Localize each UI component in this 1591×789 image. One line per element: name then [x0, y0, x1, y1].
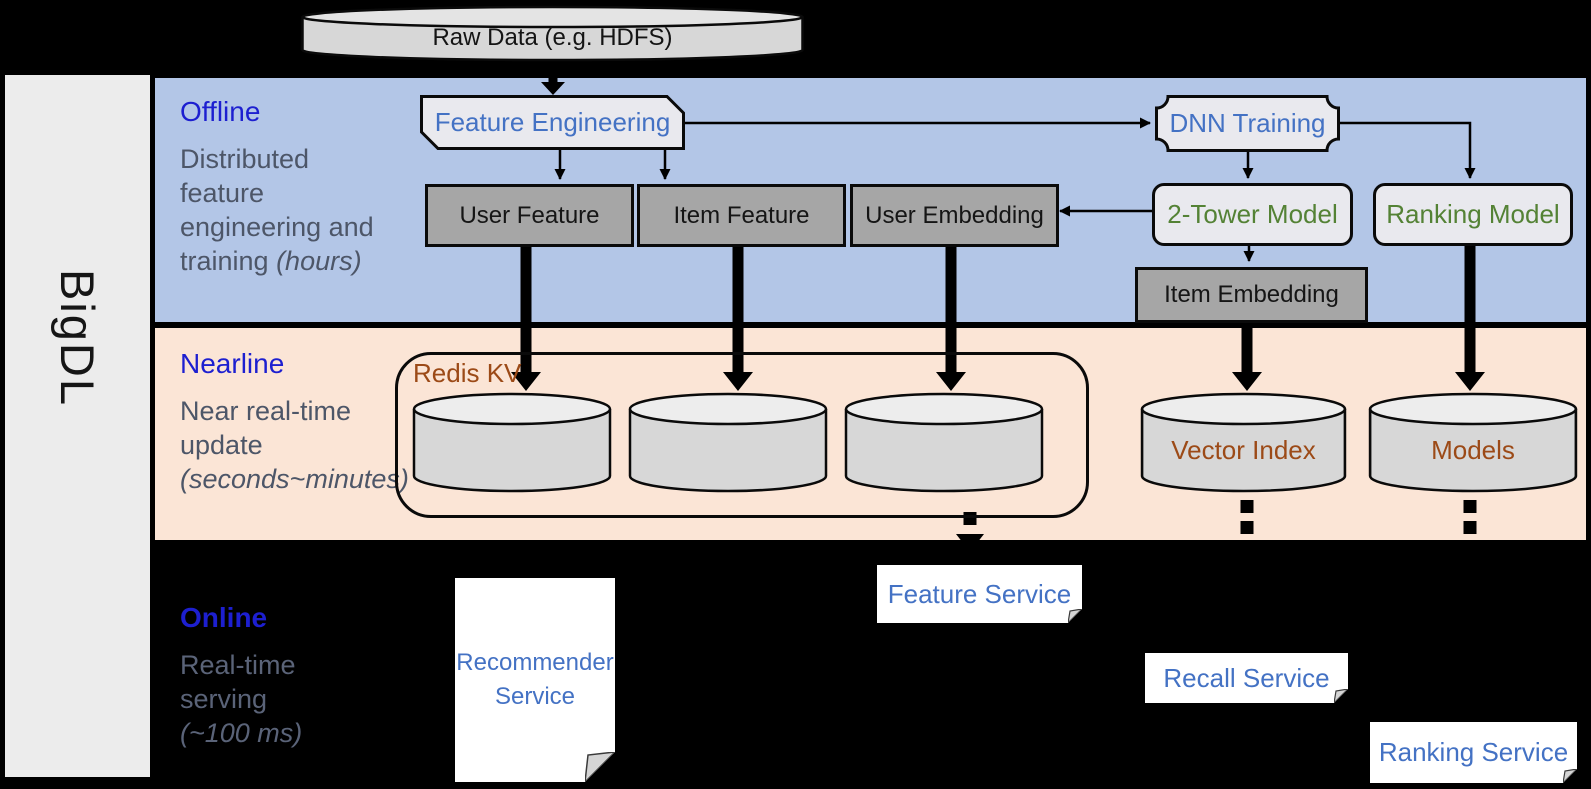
snip-rect-icon — [420, 95, 685, 150]
recall-service-label: Recall Service — [1163, 662, 1330, 693]
offline-description: Distributed feature engineering and trai… — [180, 142, 374, 278]
page-fold-icon — [1068, 609, 1082, 623]
offline-desc-line4: training (hours) — [180, 246, 362, 276]
page-fold-icon — [1334, 689, 1348, 703]
nearline-description: Near real-time update (seconds~minutes) — [180, 394, 409, 496]
vector-index-label: Vector Index — [1171, 435, 1316, 465]
item-feature-label: Item Feature — [673, 201, 810, 229]
redis-kv-label: Redis KV — [413, 358, 522, 388]
redis-cylinder-2 — [628, 392, 828, 493]
plaque-icon — [1155, 95, 1340, 152]
offline-desc-line2: feature — [180, 178, 265, 208]
nearline-desc-line3: (seconds~minutes) — [180, 464, 409, 494]
node-vector-index: Vector Index — [1140, 392, 1347, 493]
item-embedding-label: Item Embedding — [1164, 281, 1339, 308]
online-desc-line1: Real-time — [180, 650, 296, 680]
node-models: Models — [1368, 392, 1578, 493]
nearline-desc-line1: Near real-time — [180, 396, 352, 426]
redis-cylinder-3 — [844, 392, 1044, 493]
two-tower-model-label: 2-Tower Model — [1167, 199, 1338, 229]
ranking-service-label: Ranking Service — [1378, 737, 1569, 767]
nearline-desc-line2: update — [180, 430, 263, 460]
page-fold-icon — [1563, 769, 1577, 783]
recommender-service-label: Recommender Service — [456, 649, 614, 710]
online-title: Online — [180, 602, 268, 633]
node-feature-engineering: Feature Engineering — [420, 95, 685, 150]
node-dnn-training: DNN Training — [1155, 95, 1340, 152]
offline-desc-line1: Distributed — [180, 144, 310, 174]
node-user-feature: User Feature — [425, 184, 634, 247]
node-user-embedding: User Embedding — [850, 184, 1059, 247]
node-item-feature: Item Feature — [637, 184, 846, 247]
user-feature-label: User Feature — [459, 201, 600, 229]
node-recommender-service: Recommender Service — [455, 578, 615, 782]
user-embedding-label: User Embedding — [865, 201, 1044, 229]
offline-desc-line3: engineering and — [180, 212, 374, 242]
node-ranking-service: Ranking Service — [1370, 722, 1577, 783]
redis-cylinder-1 — [412, 392, 612, 493]
ranking-model-label: Ranking Model — [1386, 199, 1560, 229]
online-desc-line3: (~100 ms) — [180, 718, 303, 748]
bigdl-sidebar: BigDL — [5, 75, 150, 777]
bigdl-label: BigDL — [51, 268, 104, 407]
redis-kv-container — [395, 352, 1089, 518]
cylinder-icon — [628, 392, 828, 493]
models-label: Models — [1431, 435, 1515, 465]
feature-service-label: Feature Service — [887, 578, 1072, 609]
raw-data-label: Raw Data (e.g. HDFS) — [432, 23, 673, 51]
cylinder-icon — [844, 392, 1044, 493]
nearline-title: Nearline — [180, 348, 285, 379]
node-item-embedding: Item Embedding — [1135, 267, 1368, 323]
dnn-training-label: DNN Training — [1169, 108, 1326, 138]
cylinder-icon — [301, 5, 804, 62]
cylinder-icon — [1140, 392, 1347, 493]
node-ranking-model: Ranking Model — [1373, 183, 1573, 246]
cylinder-icon — [412, 392, 612, 493]
node-feature-service: Feature Service — [877, 565, 1082, 623]
offline-title: Offline — [180, 96, 261, 127]
node-two-tower-model: 2-Tower Model — [1152, 183, 1353, 246]
page-fold-icon — [585, 752, 615, 782]
online-desc-line2: serving — [180, 684, 268, 714]
cylinder-icon — [1368, 392, 1578, 493]
feature-engineering-label: Feature Engineering — [434, 107, 671, 137]
online-description: Real-time serving (~100 ms) — [180, 648, 302, 750]
node-recall-service: Recall Service — [1145, 653, 1348, 703]
raw-data-store: Raw Data (e.g. HDFS) — [300, 5, 805, 62]
